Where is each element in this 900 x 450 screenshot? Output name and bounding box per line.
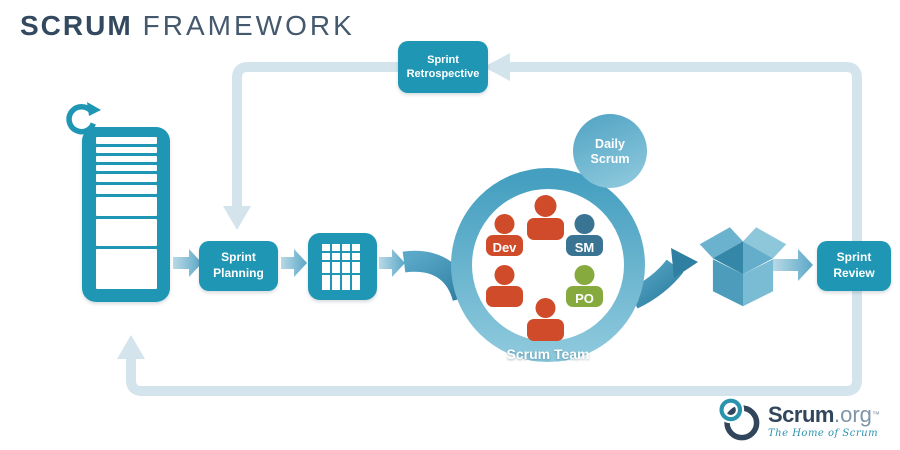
sprint-backlog-grid-icon <box>308 233 377 300</box>
sprint-retrospective-line1: Sprint <box>427 53 459 66</box>
outer-loop-line <box>126 62 862 396</box>
person-developer-top-icon <box>527 195 564 240</box>
logo-wordmark: Scrum.org™ The Home of Scrum <box>768 401 880 439</box>
grid-cell <box>342 275 350 290</box>
person-developer-left-icon <box>486 214 523 256</box>
grid-cell <box>352 253 360 260</box>
arrow-backlog-to-planning <box>173 249 202 277</box>
role-label-po: PO <box>575 291 594 306</box>
grid-cell <box>352 275 360 290</box>
scrum-team-members: Dev SM PO <box>486 195 603 341</box>
page-title: SCRUM FRAMEWORK <box>20 10 355 42</box>
grid-cell <box>332 253 340 260</box>
retrospective-to-planning-line <box>232 62 399 207</box>
daily-scrum-line1: Daily <box>595 137 625 151</box>
arrowhead-into-backlog <box>117 335 145 359</box>
sprint-swooshes <box>402 248 698 309</box>
logo-tagline: The Home of Scrum <box>768 427 879 439</box>
grid-cell <box>342 262 350 273</box>
sprint-review-line2: Review <box>833 266 875 280</box>
role-label-dev: Dev <box>493 240 518 255</box>
logo-trademark: ™ <box>871 409 880 419</box>
scrum-org-logo: Scrum.org™ The Home of Scrum <box>716 397 880 445</box>
loop-arrowheads <box>117 53 510 359</box>
person-developer-bottom-icon <box>527 298 564 341</box>
grid-cell <box>352 244 360 251</box>
grid-cell <box>342 253 350 260</box>
backlog-item-row <box>96 174 157 182</box>
grid-cell <box>332 244 340 251</box>
sprint-backlog-cells <box>322 244 360 290</box>
daily-scrum-line2: Scrum <box>591 152 630 166</box>
grid-cell <box>322 262 330 273</box>
backlog-item-row <box>96 137 157 144</box>
arrowhead-into-increment <box>671 248 698 278</box>
sprint-retrospective-node: Sprint Retrospective <box>398 41 488 93</box>
sprint-planning-node: Sprint Planning <box>199 241 278 291</box>
backlog-item-row <box>96 147 157 153</box>
backlog-item-row <box>96 249 157 289</box>
person-developer-lower-left-icon <box>486 265 523 307</box>
scrum-team-label: Scrum Team <box>507 346 590 362</box>
arrow-sprint-backlog-to-sprint <box>379 249 405 277</box>
grid-cell <box>322 275 330 290</box>
arrowhead-into-planning <box>223 206 251 230</box>
backlog-item-row <box>96 156 157 162</box>
sprint-retrospective-line2: Retrospective <box>406 68 480 80</box>
sprint-review-line1: Sprint <box>836 250 872 265</box>
role-label-sm: SM <box>575 240 595 255</box>
grid-cell <box>332 275 340 290</box>
person-product-owner-icon <box>566 265 603 307</box>
daily-scrum-bubble: Daily Scrum <box>573 114 647 188</box>
grid-cell <box>332 262 340 273</box>
grid-cell <box>352 262 360 273</box>
logo-suffix: .org <box>833 401 872 427</box>
sprint-planning-line2: Planning <box>213 266 264 280</box>
scrum-org-logo-icon <box>717 397 760 441</box>
backlog-item-row <box>96 197 157 216</box>
sprint-planning-line1: Sprint <box>221 250 256 265</box>
loop-lines <box>126 62 862 396</box>
grid-cell <box>322 244 330 251</box>
title-primary: SCRUM <box>20 10 133 41</box>
increment-box-icon <box>699 227 787 307</box>
logo-brand: Scrum <box>768 401 834 427</box>
backlog-item-row <box>96 219 157 246</box>
arrow-increment-to-review <box>773 249 813 281</box>
backlog-item-row <box>96 165 157 171</box>
arrowhead-into-retrospective <box>484 53 510 81</box>
title-secondary: FRAMEWORK <box>142 10 355 41</box>
flow-arrows <box>173 249 813 281</box>
person-scrum-master-icon <box>566 214 603 256</box>
grid-cell <box>322 253 330 260</box>
sprint-review-node: Sprint Review <box>817 241 891 291</box>
arrow-planning-to-sprint-backlog <box>281 249 307 277</box>
sprint-cycle-ring <box>451 168 645 362</box>
product-backlog-icon <box>82 127 170 302</box>
backlog-item-row <box>96 185 157 194</box>
grid-cell <box>342 244 350 251</box>
